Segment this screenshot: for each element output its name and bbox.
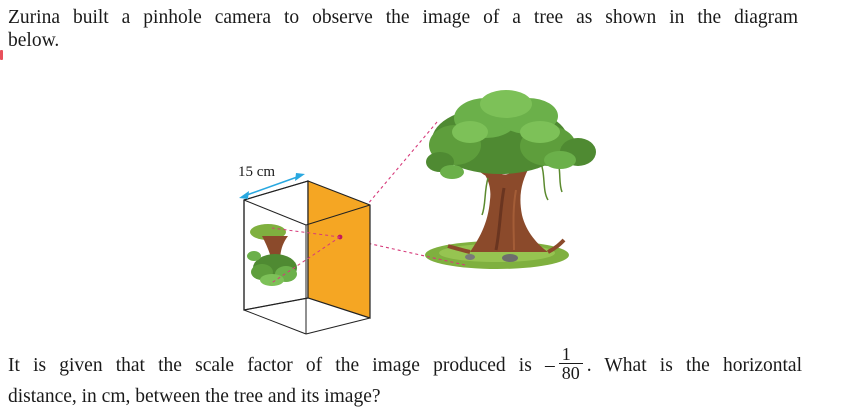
intro-line-2: below. xyxy=(8,30,60,51)
tree-foliage xyxy=(426,90,596,179)
question-intro: Zurina built a pinhole camera to observe… xyxy=(8,6,798,52)
question-line-2: distance, in cm, between the tree and it… xyxy=(8,386,381,407)
question-text: It is given that the scale factor of the… xyxy=(8,345,803,408)
question-part-2: . What is the horizontal xyxy=(586,354,803,376)
fraction-numerator: 1 xyxy=(558,345,583,364)
inverted-tree-image xyxy=(247,224,297,286)
question-line-1: It is given that the scale factor of the… xyxy=(8,345,803,385)
width-dimension: 15 cm xyxy=(238,164,305,199)
camera-front-face xyxy=(307,180,371,319)
width-label: 15 cm xyxy=(238,164,275,180)
pinhole-camera xyxy=(243,180,371,335)
tree-trunk xyxy=(470,166,548,252)
ray-top xyxy=(339,121,438,238)
question-part-1: It is given that the scale factor of the… xyxy=(8,354,555,376)
intro-line-1: Zurina built a pinhole camera to observe… xyxy=(8,7,798,28)
tree-illustration xyxy=(425,90,596,269)
fraction-denominator: 80 xyxy=(561,363,580,383)
margin-marker xyxy=(0,50,3,60)
